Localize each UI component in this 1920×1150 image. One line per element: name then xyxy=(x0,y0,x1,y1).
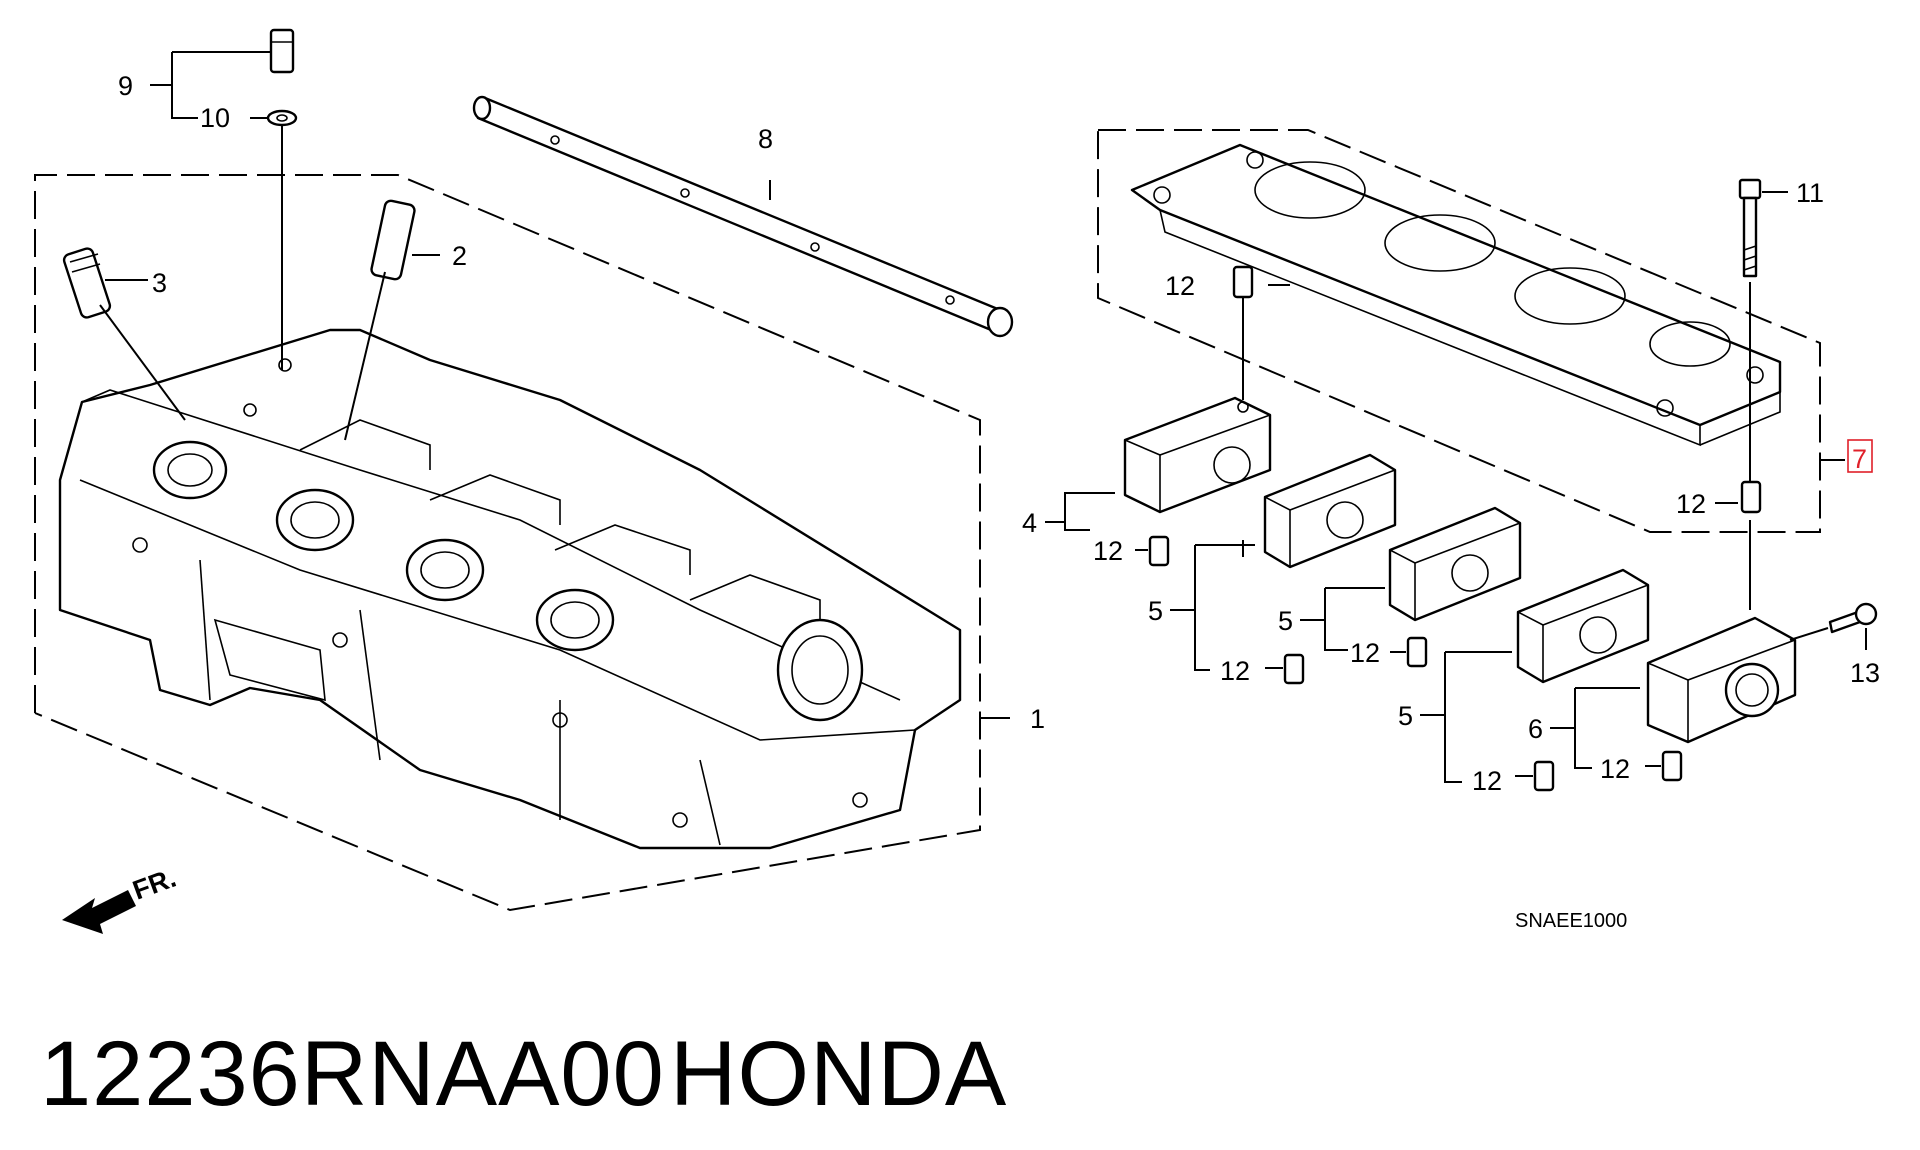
washer-10[interactable] xyxy=(266,109,298,127)
rocker-shaft-8[interactable] xyxy=(472,95,1014,338)
diagram-ref-code: SNAEE1000 xyxy=(1515,910,1627,932)
callout-12f: 12 xyxy=(1472,766,1502,796)
callout-7: 7 xyxy=(1852,444,1867,474)
callout-12b: 12 xyxy=(1676,489,1706,519)
callout-10: 10 xyxy=(200,103,230,133)
dowel-pin-12b[interactable] xyxy=(1740,480,1762,514)
callout-12a: 12 xyxy=(1165,271,1195,301)
callout-2: 2 xyxy=(452,241,467,271)
camshaft-holder-5c[interactable] xyxy=(1516,568,1650,684)
callout-6: 6 xyxy=(1528,714,1543,744)
callout-13: 13 xyxy=(1850,658,1880,688)
camshaft-holder-5b[interactable] xyxy=(1388,506,1522,622)
dowel-pin-12a[interactable] xyxy=(1232,265,1254,299)
dowel-pin-12f[interactable] xyxy=(1533,760,1555,792)
callout-1: 1 xyxy=(1030,704,1045,734)
bolt-11[interactable] xyxy=(1738,178,1762,278)
callout-8: 8 xyxy=(758,124,773,154)
camshaft-holder-4[interactable] xyxy=(1123,396,1272,514)
callout-7-highlight[interactable]: 7 xyxy=(1847,439,1873,474)
callout-12c: 12 xyxy=(1093,536,1123,566)
part-number: 12236RNAA00 xyxy=(40,1023,665,1125)
cylinder-head-group: FR. xyxy=(34,28,1014,934)
callout-5a: 5 xyxy=(1148,596,1163,626)
camshaft-holder-plate-7[interactable] xyxy=(1130,143,1782,447)
cylinder-head[interactable] xyxy=(58,328,962,850)
callout-12e: 12 xyxy=(1350,638,1380,668)
holder-boundary xyxy=(1097,129,1821,533)
dowel-pin-12e[interactable] xyxy=(1406,636,1428,668)
brand-name: HONDA xyxy=(670,1023,1007,1125)
callout-12d: 12 xyxy=(1220,656,1250,686)
front-arrow-icon xyxy=(62,890,136,934)
callout-3: 3 xyxy=(152,268,167,298)
dowel-pin-12g[interactable] xyxy=(1661,750,1683,782)
callout-9: 9 xyxy=(118,71,133,101)
dowel-pin-12c[interactable] xyxy=(1148,535,1170,567)
camshaft-holder-6[interactable] xyxy=(1646,616,1797,744)
plug-bolt-9[interactable] xyxy=(269,28,295,74)
callout-5b: 5 xyxy=(1278,606,1293,636)
bolt-13[interactable] xyxy=(1828,602,1878,634)
callout-11: 11 xyxy=(1796,178,1824,208)
head-boundary xyxy=(34,174,981,912)
valve-guide-3[interactable] xyxy=(62,247,112,319)
camshaft-holder-5a[interactable] xyxy=(1263,453,1397,569)
camshaft-holder-group xyxy=(1045,129,1878,792)
front-label: FR. xyxy=(129,863,180,906)
callout-5c: 5 xyxy=(1398,701,1413,731)
dowel-pin-12d[interactable] xyxy=(1283,653,1305,685)
callout-12g: 12 xyxy=(1600,754,1630,784)
valve-guide-2[interactable] xyxy=(370,199,416,281)
callout-4: 4 xyxy=(1022,508,1037,538)
